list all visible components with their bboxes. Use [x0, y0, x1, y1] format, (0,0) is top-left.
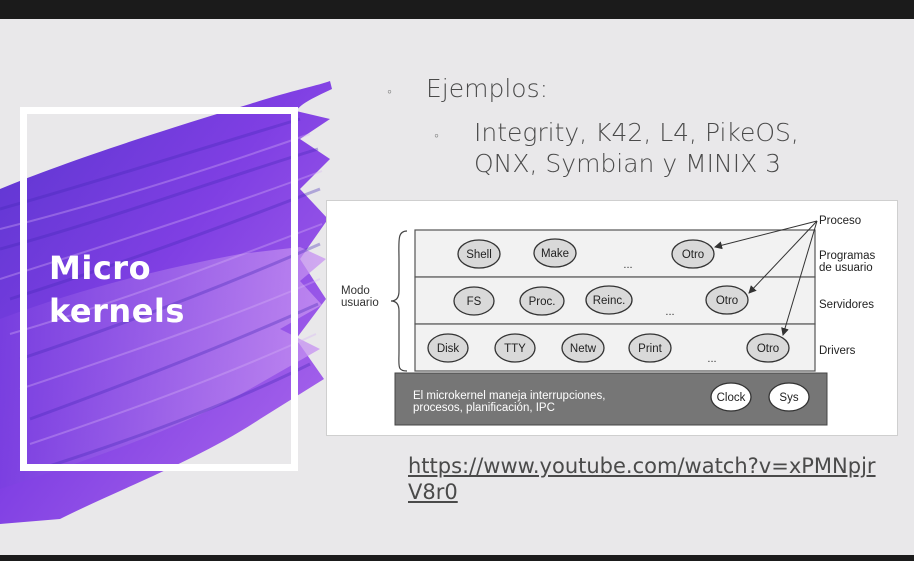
title-line-1: Micro	[49, 249, 152, 287]
right-label-drivers: Drivers	[819, 345, 856, 357]
bullet-text: Ejemplos:	[426, 74, 549, 103]
right-label-programas-1: Programas	[819, 250, 875, 262]
bullet-text: Integrity, K42, L4, PikeOS, QNX, Symbian…	[474, 118, 799, 178]
row1-ellipsis: ...	[623, 259, 632, 271]
purple-brush-stroke	[0, 81, 332, 524]
bullet-marker: ◦	[387, 84, 392, 100]
kernel-clock: Clock	[717, 392, 746, 404]
bullet-marker: ◦	[434, 128, 439, 144]
top-bar	[0, 0, 914, 19]
right-label-servidores: Servidores	[819, 299, 874, 311]
server-fs: FS	[467, 296, 482, 308]
title-line-2: kernels	[49, 292, 185, 330]
youtube-link[interactable]: https://www.youtube.com/watch?v=xPMNpjrV…	[408, 454, 876, 504]
left-label-line2: usuario	[341, 297, 379, 309]
driver-otro: Otro	[757, 343, 779, 355]
server-proc: Proc.	[529, 296, 556, 308]
proceso-label: Proceso	[819, 215, 861, 227]
right-label-programas-2: de usuario	[819, 262, 873, 274]
process-otro-row1: Otro	[682, 249, 704, 261]
driver-tty: TTY	[504, 343, 526, 355]
microkernel-diagram: Modo usuario Shell Make ... Otro FS Proc…	[326, 200, 898, 436]
row2-ellipsis: ...	[665, 306, 674, 318]
layer-microkernel	[394, 372, 828, 426]
process-make: Make	[541, 248, 569, 260]
process-arrows	[714, 220, 818, 336]
kernel-text-line2: procesos, planificación, IPC	[413, 402, 555, 414]
slide-title: Micro kernels	[49, 247, 279, 333]
bottom-bar	[0, 555, 914, 561]
title-frame	[20, 107, 298, 471]
driver-print: Print	[638, 343, 662, 355]
brace-icon	[390, 230, 408, 372]
slide: Micro kernels ◦ Ejemplos: ◦ Integrity, K…	[0, 19, 914, 555]
left-label-line1: Modo	[341, 285, 370, 297]
driver-netw: Netw	[570, 343, 597, 355]
driver-disk: Disk	[437, 343, 460, 355]
process-shell: Shell	[466, 249, 492, 261]
row3-ellipsis: ...	[707, 353, 716, 365]
kernel-sys: Sys	[779, 392, 798, 404]
kernel-text-line1: El microkernel maneja interrupciones,	[413, 390, 605, 402]
server-otro: Otro	[716, 295, 738, 307]
server-reinc: Reinc.	[593, 295, 626, 307]
